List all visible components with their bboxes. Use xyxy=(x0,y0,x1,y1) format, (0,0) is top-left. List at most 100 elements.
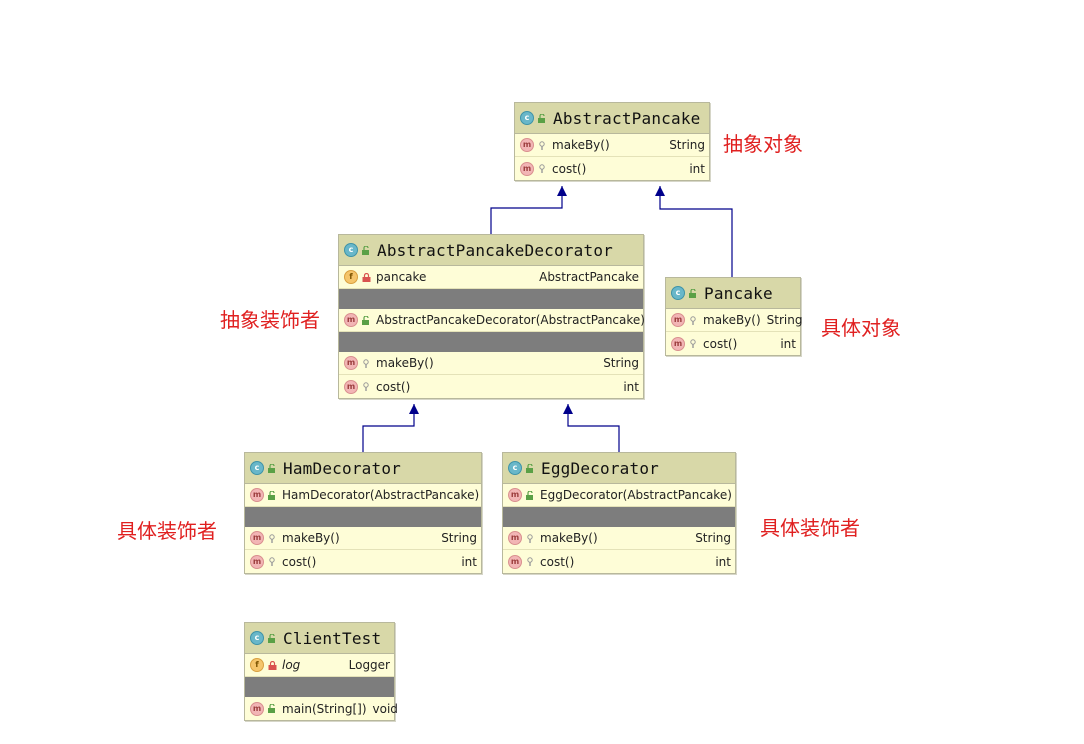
public-visibility-icon xyxy=(362,315,371,325)
field-row[interactable]: f pancake AbstractPancake xyxy=(339,266,643,289)
method-icon: m xyxy=(344,313,358,327)
method-type: String xyxy=(766,313,803,327)
method-name: cost() xyxy=(376,379,411,394)
method-row[interactable]: m cost() int xyxy=(503,550,735,573)
method-icon: m xyxy=(250,554,264,569)
method-icon: m xyxy=(508,488,522,502)
section-separator xyxy=(245,507,481,527)
method-row[interactable]: m makeBy() String xyxy=(245,527,481,550)
method-row[interactable]: m makeBy() String xyxy=(666,309,803,332)
package-visibility-icon xyxy=(268,533,277,543)
constructor-row[interactable]: m AbstractPancakeDecorator(AbstractPanca… xyxy=(339,309,645,332)
method-row[interactable]: m makeBy() String xyxy=(515,134,709,157)
method-type: String xyxy=(669,138,705,152)
method-icon: m xyxy=(520,138,534,152)
public-visibility-icon xyxy=(268,490,277,500)
method-row[interactable]: m main(String[]) void xyxy=(245,697,398,720)
method-name: makeBy() xyxy=(540,531,598,545)
class-header[interactable]: c EggDecorator xyxy=(503,453,735,484)
arrow-pancake-to-abstract-pancake xyxy=(655,186,733,277)
field-name: pancake xyxy=(376,270,427,284)
method-name: makeBy() xyxy=(376,356,434,370)
class-header[interactable]: c HamDecorator xyxy=(245,453,481,484)
method-row[interactable]: m cost() int xyxy=(515,157,709,180)
method-icon: m xyxy=(508,531,522,545)
method-icon: m xyxy=(520,161,534,176)
class-header[interactable]: c ClientTest xyxy=(245,623,394,654)
class-header[interactable]: c Pancake xyxy=(666,278,800,309)
public-visibility-icon xyxy=(362,245,371,255)
method-type: int xyxy=(623,379,639,394)
section-separator xyxy=(503,507,735,527)
method-icon: m xyxy=(671,313,685,327)
class-ham-decorator[interactable]: c HamDecorator m HamDecorator(AbstractPa… xyxy=(244,452,482,574)
class-icon: c xyxy=(250,461,264,475)
private-lock-icon xyxy=(362,272,371,282)
class-name: ClientTest xyxy=(283,628,382,648)
class-name: EggDecorator xyxy=(541,458,659,478)
field-type: AbstractPancake xyxy=(539,270,639,284)
class-icon: c xyxy=(671,286,685,300)
field-type: Logger xyxy=(348,658,390,672)
method-type: String xyxy=(695,531,731,545)
class-pancake[interactable]: c Pancake m makeBy() String m cost() int xyxy=(665,277,803,356)
method-name: main(String[]) xyxy=(282,701,367,716)
method-name: makeBy() xyxy=(703,313,761,327)
package-visibility-icon xyxy=(362,358,371,368)
method-row[interactable]: m cost() int xyxy=(245,550,481,573)
arrow-ham-to-decorator xyxy=(362,404,419,452)
public-visibility-icon xyxy=(268,704,277,713)
public-visibility-icon xyxy=(689,288,698,298)
annotation-concrete-decorator-left: 具体装饰者 xyxy=(117,519,217,543)
constructor-row[interactable]: m EggDecorator(AbstractPancake) xyxy=(503,484,735,507)
class-name: AbstractPancake xyxy=(553,108,701,128)
class-client-test[interactable]: c ClientTest f log Logger m main(String[… xyxy=(244,622,398,721)
arrow-decorator-to-abstract-pancake xyxy=(490,186,567,234)
method-name: makeBy() xyxy=(282,531,340,545)
annotation-abstract-object: 抽象对象 xyxy=(723,132,803,156)
method-icon: m xyxy=(344,379,358,394)
public-visibility-icon xyxy=(526,490,535,500)
package-visibility-icon xyxy=(689,339,698,348)
class-egg-decorator[interactable]: c EggDecorator m EggDecorator(AbstractPa… xyxy=(502,452,736,574)
class-icon: c xyxy=(520,111,534,125)
section-separator xyxy=(245,677,394,697)
constructor-row[interactable]: m HamDecorator(AbstractPancake) xyxy=(245,484,481,507)
annotation-concrete-decorator-right: 具体装饰者 xyxy=(760,516,860,540)
public-visibility-icon xyxy=(526,463,535,473)
class-abstract-pancake-decorator[interactable]: c AbstractPancakeDecorator f pancake Abs… xyxy=(338,234,645,399)
package-visibility-icon xyxy=(689,315,698,325)
method-name: cost() xyxy=(282,554,317,569)
method-icon: m xyxy=(508,554,522,569)
package-visibility-icon xyxy=(538,140,547,150)
package-visibility-icon xyxy=(526,533,535,543)
class-header[interactable]: c AbstractPancakeDecorator xyxy=(339,235,643,266)
class-header[interactable]: c AbstractPancake xyxy=(515,103,709,134)
class-name: HamDecorator xyxy=(283,458,401,478)
method-row[interactable]: m makeBy() String xyxy=(503,527,735,550)
public-visibility-icon xyxy=(268,463,277,473)
class-icon: c xyxy=(344,243,358,257)
class-abstract-pancake[interactable]: c AbstractPancake m makeBy() String m co… xyxy=(514,102,710,181)
package-visibility-icon xyxy=(362,382,371,391)
method-type: int xyxy=(689,161,705,176)
method-type: String xyxy=(441,531,477,545)
section-separator xyxy=(339,289,643,309)
constructor-name: AbstractPancakeDecorator(AbstractPancake… xyxy=(376,313,645,327)
constructor-name: EggDecorator(AbstractPancake) xyxy=(540,488,732,502)
method-name: cost() xyxy=(540,554,575,569)
method-row[interactable]: m cost() int xyxy=(666,332,800,355)
method-type: int xyxy=(715,554,731,569)
package-visibility-icon xyxy=(268,557,277,566)
public-visibility-icon xyxy=(268,633,277,643)
method-icon: m xyxy=(250,531,264,545)
method-row[interactable]: m cost() int xyxy=(339,375,643,398)
method-name: cost() xyxy=(552,161,587,176)
public-visibility-icon xyxy=(538,113,547,123)
annotation-concrete-object: 具体对象 xyxy=(821,316,901,340)
constructor-name: HamDecorator(AbstractPancake) xyxy=(282,488,480,502)
method-row[interactable]: m makeBy() String xyxy=(339,352,643,375)
field-row[interactable]: f log Logger xyxy=(245,654,394,677)
method-name: cost() xyxy=(703,336,738,351)
